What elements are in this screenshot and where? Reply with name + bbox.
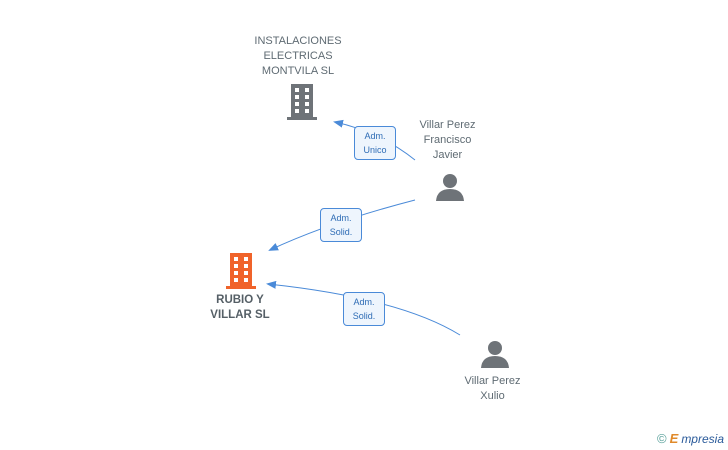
copyright-symbol: © [657,431,667,446]
edge-label-line1: Adm. [353,297,375,307]
edge-label-line2: Unico [363,145,387,155]
brand-name: mpresia [681,431,724,446]
edge-label-adm-solid-francisco[interactable]: Adm. Solid. [320,208,362,242]
edge-label-adm-unico[interactable]: Adm. Unico [354,126,396,160]
edge-label-adm-solid-xulio[interactable]: Adm. Solid. [343,292,385,326]
brand-initial: E [669,431,679,446]
company-rubio-label: RUBIO Y VILLAR SL [210,294,270,321]
person-icon[interactable] [480,339,510,369]
edge-label-line1: Adm. [364,131,386,141]
building-icon[interactable] [224,253,258,289]
edge-label-line2: Solid. [352,311,376,321]
person-xulio-label: Villar Perez Xulio [464,375,521,402]
edge-label-line2: Solid. [329,227,353,237]
person-francisco-label: Villar Perez Francisco Javier [419,119,476,161]
person-icon[interactable] [435,172,465,202]
edge-label-line1: Adm. [330,213,352,223]
company-montvila-label: INSTALACIONES ELECTRICAS MONTVILA SL [254,35,342,77]
building-icon[interactable] [285,84,319,120]
